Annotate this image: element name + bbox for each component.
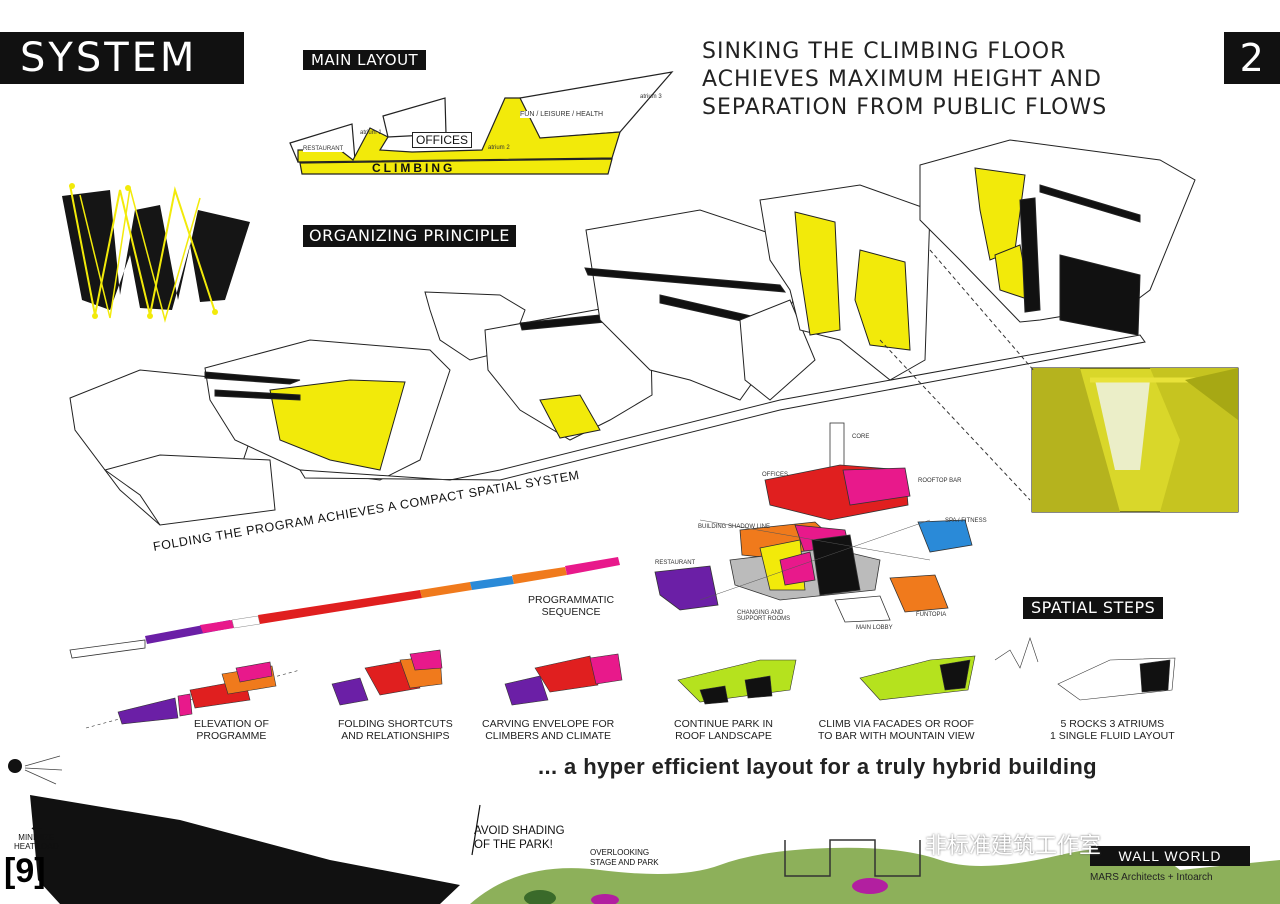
avoid-line-2: OF THE PARK! xyxy=(474,839,553,851)
overlooking-note: OVERLOOKING STAGE AND PARK xyxy=(590,848,659,868)
step-caption-1: ELEVATION OF PROGRAMME xyxy=(194,718,269,742)
step-caption-4: CONTINUE PARK IN ROOF LANDSCAPE xyxy=(674,718,773,742)
step-caption-3: CARVING ENVELOPE FOR CLIMBERS AND CLIMAT… xyxy=(482,718,614,742)
program-sequence-line-1: PROGRAMMATIC xyxy=(528,594,614,606)
climbing-wall-photo xyxy=(1032,368,1238,512)
zone-atrium2-label: atrium 2 xyxy=(488,145,510,151)
watermark-text: 非标准建筑工作室 xyxy=(925,828,1101,860)
zone-offices-label: OFFICES xyxy=(412,132,472,148)
zone-atrium1-label: atrium 1 xyxy=(360,130,382,136)
step-3-line-1: CARVING ENVELOPE FOR xyxy=(482,718,614,730)
step-caption-2: FOLDING SHORTCUTS AND RELATIONSHIPS xyxy=(338,718,453,742)
page-title: SYSTEM xyxy=(0,32,244,84)
exploded-rooftop-bar-label: ROOFTOP BAR xyxy=(918,478,961,484)
minimize-line-2: HEAT LOAD xyxy=(14,842,59,851)
step-6-line-1: 5 ROCKS 3 ATRIUMS xyxy=(1061,718,1165,730)
spatial-steps-label: SPATIAL STEPS xyxy=(1023,597,1163,619)
minimize-line-1: MINIMIZE xyxy=(18,833,54,842)
step-3-line-2: CLIMBERS AND CLIMATE xyxy=(485,730,611,742)
overlook-line-2: STAGE AND PARK xyxy=(590,858,659,867)
tagline: ... a hyper efficient layout for a truly… xyxy=(538,754,1097,780)
program-sequence-line-2: SEQUENCE xyxy=(542,606,601,618)
step-caption-5: CLIMB VIA FACADES OR ROOF TO BAR WITH MO… xyxy=(818,718,975,742)
step-caption-6: 5 ROCKS 3 ATRIUMS 1 SINGLE FLUID LAYOUT xyxy=(1050,718,1175,742)
zone-atrium3-label: atrium 3 xyxy=(640,94,662,100)
exploded-changing-label: CHANGING AND SUPPORT ROOMS xyxy=(737,610,790,622)
credit-line: MARS Architects + Intoarch xyxy=(1090,872,1213,883)
reference-number: [9] xyxy=(4,852,46,891)
main-layout-label: MAIN LAYOUT xyxy=(303,50,426,70)
exploded-spa-label: SPA / FITNESS xyxy=(945,518,987,524)
minimize-heat-label: ← MINIMIZE HEAT LOAD xyxy=(14,822,59,851)
headline-line-1: SINKING THE CLIMBING FLOOR xyxy=(702,38,1222,66)
avoid-line-1: AVOID SHADING xyxy=(474,825,565,837)
step-1-line-1: ELEVATION OF xyxy=(194,718,269,730)
step-5-line-2: TO BAR WITH MOUNTAIN VIEW xyxy=(818,730,975,742)
spatial-steps-diagrams xyxy=(86,638,1175,728)
step-5-line-1: CLIMB VIA FACADES OR ROOF xyxy=(819,718,974,730)
avoid-shading-note: AVOID SHADING OF THE PARK! xyxy=(474,824,565,852)
zone-climbing-label: CLIMBING xyxy=(372,161,455,175)
main-layout-diagram xyxy=(290,72,672,174)
step-4-line-2: ROOF LANDSCAPE xyxy=(675,730,772,742)
exploded-axonometric xyxy=(655,423,972,622)
program-sequence-caption: PROGRAMMATIC SEQUENCE xyxy=(528,594,614,618)
headline-line-2: ACHIEVES MAXIMUM HEIGHT AND xyxy=(702,66,1222,94)
exploded-offices-label: OFFICES xyxy=(762,472,788,478)
step-6-line-2: 1 SINGLE FLUID LAYOUT xyxy=(1050,730,1175,742)
zone-fun-label: FUN / LEISURE / HEALTH xyxy=(520,111,603,118)
overlook-line-1: OVERLOOKING xyxy=(590,848,649,857)
exploded-changing-line-2: SUPPORT ROOMS xyxy=(737,616,790,622)
exploded-funtopia-label: FUNTOPIA xyxy=(916,612,946,618)
exploded-main-lobby-label: MAIN LOBBY xyxy=(856,625,893,631)
exploded-restaurant-label: RESTAURANT xyxy=(655,560,695,566)
exploded-shadow-label: BUILDING SHADOW LINE xyxy=(698,524,770,530)
headline-line-3: SEPARATION FROM PUBLIC FLOWS xyxy=(702,94,1222,122)
organizing-principle-diagram xyxy=(62,183,250,320)
step-2-line-2: AND RELATIONSHIPS xyxy=(341,730,449,742)
page-number-badge: 2 xyxy=(1224,32,1280,84)
step-2-line-1: FOLDING SHORTCUTS xyxy=(338,718,453,730)
organizing-principle-label: ORGANIZING PRINCIPLE xyxy=(303,225,516,247)
step-4-line-1: CONTINUE PARK IN xyxy=(674,718,773,730)
axonometric-building xyxy=(70,140,1195,525)
zone-restaurant-label: RESTAURANT xyxy=(303,146,343,152)
headline: SINKING THE CLIMBING FLOOR ACHIEVES MAXI… xyxy=(702,38,1222,122)
step-1-line-2: PROGRAMME xyxy=(196,730,266,742)
wall-world-logo: WALL WORLD xyxy=(1090,846,1250,866)
exploded-core-label: CORE xyxy=(852,434,869,440)
